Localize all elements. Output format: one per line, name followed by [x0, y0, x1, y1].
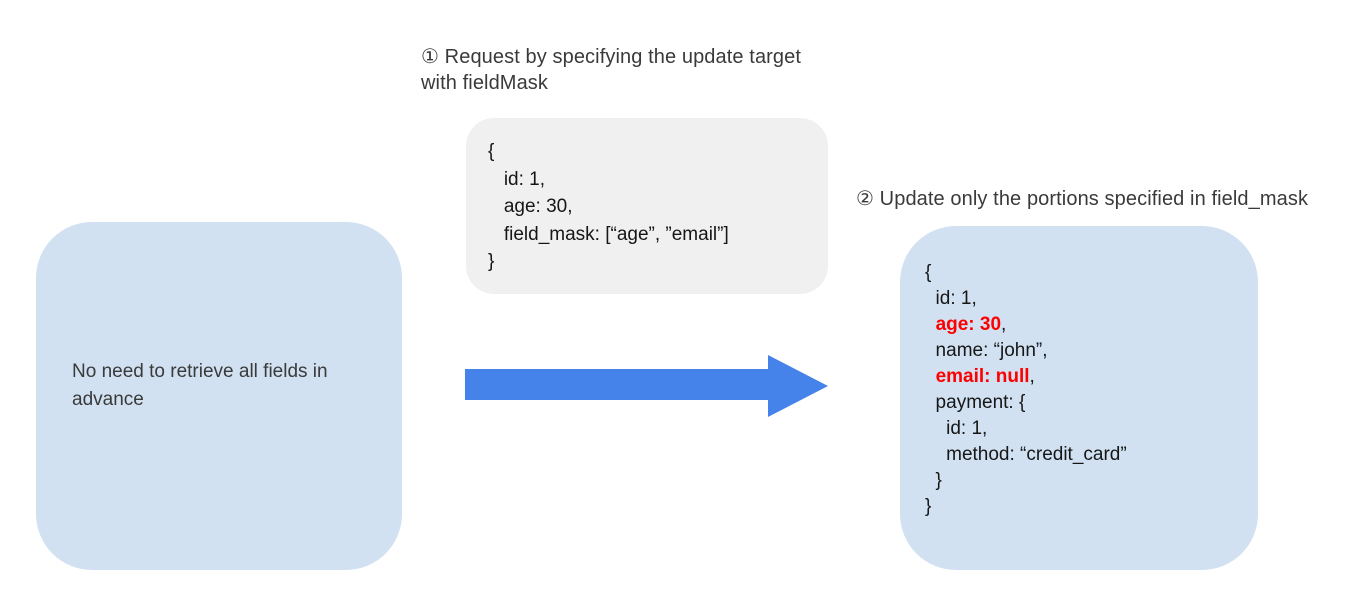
- note-text: No need to retrieve all fields in advanc…: [72, 358, 392, 414]
- step-2-label: ② Update only the portions specified in …: [856, 188, 1309, 210]
- code-line: id: 1,: [488, 168, 546, 190]
- code-line: {: [925, 262, 932, 283]
- request-payload-box: { id: 1, age: 30, field_mask: [“age”, ”e…: [466, 118, 828, 294]
- code-line: field_mask: [“age”, ”email”]: [488, 223, 729, 245]
- code-line: email: null,: [935, 366, 1035, 387]
- code-line: method: “credit_card”: [925, 444, 1127, 465]
- code-line: }: [925, 496, 932, 517]
- code-line: payment: {: [925, 392, 1026, 413]
- step-1-label-line-1: ① Request by specifying the update targe…: [421, 46, 802, 68]
- note-text-line-2: advance: [72, 389, 144, 410]
- step-1-label-line-2: with fieldMask: [421, 72, 548, 94]
- code-line: {: [488, 141, 495, 162]
- step-1-label: ① Request by specifying the update targe…: [421, 44, 861, 96]
- note-text-line-1: No need to retrieve all fields in: [72, 361, 328, 382]
- code-line: name: “john”,: [925, 340, 1048, 361]
- request-code-block: { id: 1, age: 30, field_mask: [“age”, ”e…: [466, 118, 828, 276]
- highlighted-field: email: null: [935, 366, 1030, 387]
- code-line: id: 1,: [925, 288, 977, 309]
- flow-arrow-icon: [465, 355, 828, 417]
- code-line: age: 30,: [488, 196, 573, 217]
- code-line: }: [925, 470, 942, 491]
- code-line: id: 1,: [925, 418, 988, 439]
- updated-record-box: { id: 1, age: 30, name: “john”, email: n…: [900, 226, 1258, 570]
- highlighted-field: age: 30: [935, 314, 1002, 335]
- result-code-block: { id: 1, age: 30, name: “john”, email: n…: [900, 226, 1258, 520]
- code-line: }: [488, 251, 495, 272]
- code-line: age: 30,: [935, 314, 1007, 335]
- note-box: No need to retrieve all fields in advanc…: [36, 222, 402, 570]
